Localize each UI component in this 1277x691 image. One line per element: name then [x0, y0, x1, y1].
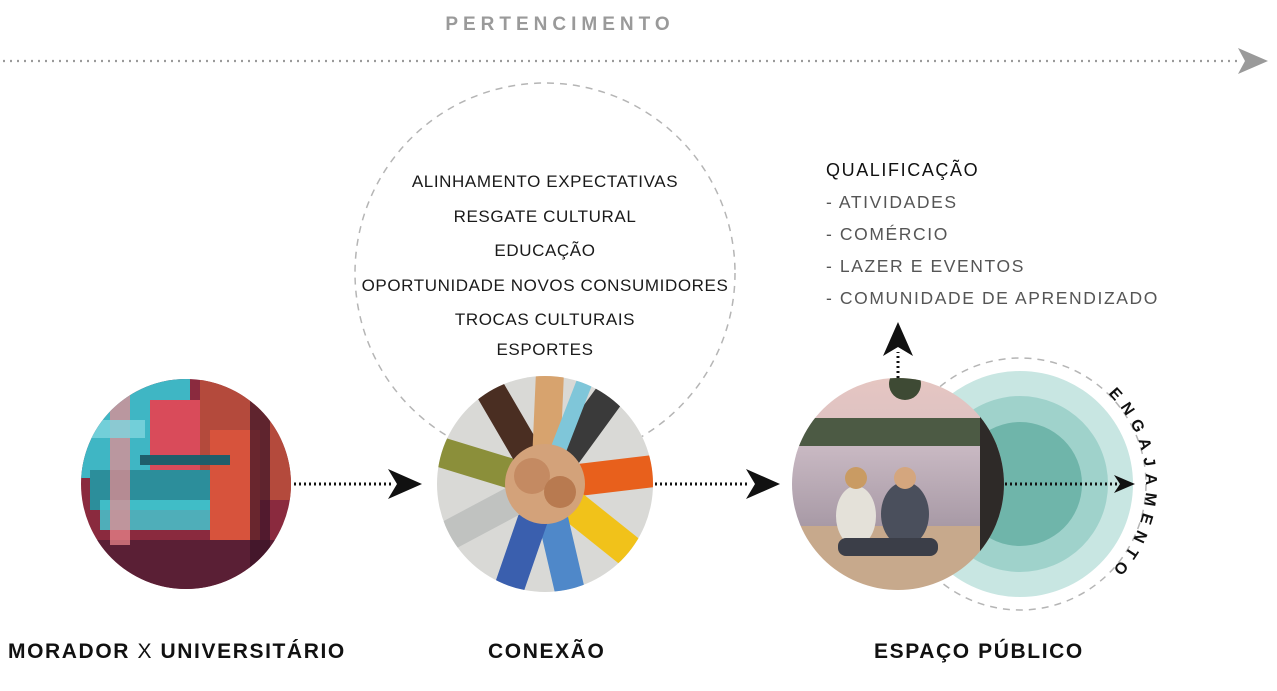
stage-label-conexao: CONEXÃO: [488, 640, 606, 663]
flow-arrow-up: [883, 322, 913, 378]
qualification-item: - COMUNIDADE DE APRENDIZADO: [826, 288, 1159, 308]
arrow-right-icon: [746, 469, 780, 499]
flow-arrow-1: [294, 469, 422, 499]
stage-label-espaco-publico: ESPAÇO PÚBLICO: [874, 640, 1084, 663]
photo-morador-universitario: [81, 379, 291, 589]
topic-item: ALINHAMENTO EXPECTATIVAS: [411, 172, 679, 191]
arrow-right-icon: [388, 469, 422, 499]
qualification-item: - ATIVIDADES: [826, 192, 958, 212]
qualification-item: - COMÉRCIO: [826, 224, 949, 244]
topic-item: RESGATE CULTURAL: [453, 206, 637, 226]
arrow-right-icon: [1114, 475, 1135, 493]
connection-topics-list: ALINHAMENTO EXPECTATIVAS RESGATE CULTURA…: [340, 170, 750, 368]
photo-conexao-hands: [437, 376, 653, 592]
flow-arrow-engagement: [1005, 475, 1135, 493]
stage-label-x: X: [137, 640, 154, 663]
qualification-list: QUALIFICAÇÃO - ATIVIDADES - COMÉRCIO - L…: [826, 158, 1159, 318]
flow-arrow-2: [655, 469, 780, 499]
topic-item: TROCAS CULTURAIS: [454, 310, 636, 330]
topic-item: ESPORTES: [496, 340, 594, 360]
arrow-right-icon: [1238, 48, 1268, 74]
qualification-item: - LAZER E EVENTOS: [826, 256, 1026, 276]
topics-dashed-circle: [354, 82, 736, 464]
stage-label-morador: MORADOR: [8, 640, 131, 663]
arrow-up-icon: [883, 322, 913, 356]
qualification-title: QUALIFICAÇÃO: [826, 160, 980, 180]
stage-label-universitario: UNIVERSITÁRIO: [160, 640, 346, 663]
pertencimento-label: PERTENCIMENTO: [445, 14, 675, 35]
stage-label-morador-universitario: MORADOR X UNIVERSITÁRIO: [8, 640, 346, 664]
topic-item: OPORTUNIDADE NOVOS CONSUMIDORES: [361, 275, 729, 295]
topic-item: EDUCAÇÃO: [494, 241, 596, 261]
